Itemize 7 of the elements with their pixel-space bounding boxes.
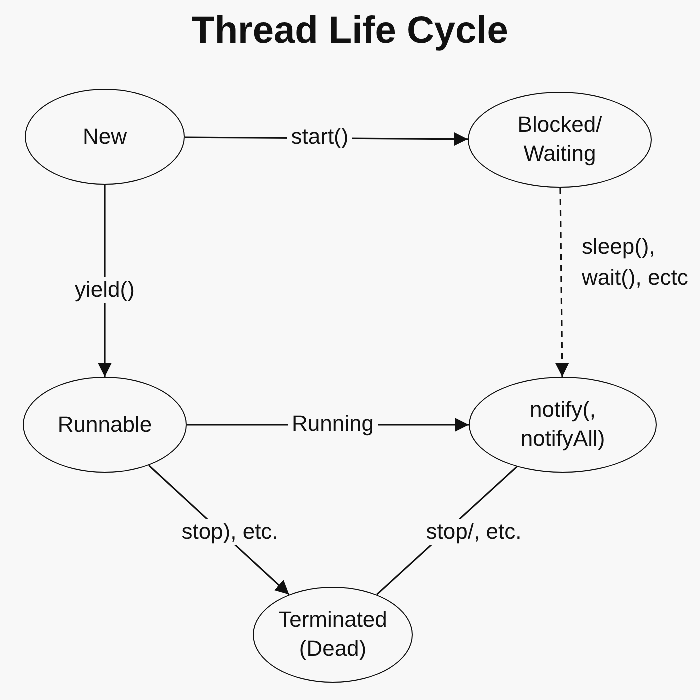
dashed-arrow xyxy=(555,188,570,377)
diagram-title: Thread Life Cycle xyxy=(190,10,510,53)
state-name: Runnable xyxy=(58,410,152,439)
state-name: New xyxy=(82,122,127,151)
state-name: Terminated (Dead) xyxy=(278,606,388,663)
state-name: Blocked/ Waiting xyxy=(516,111,604,168)
state-name: notify(, notifyAll) xyxy=(520,396,606,453)
